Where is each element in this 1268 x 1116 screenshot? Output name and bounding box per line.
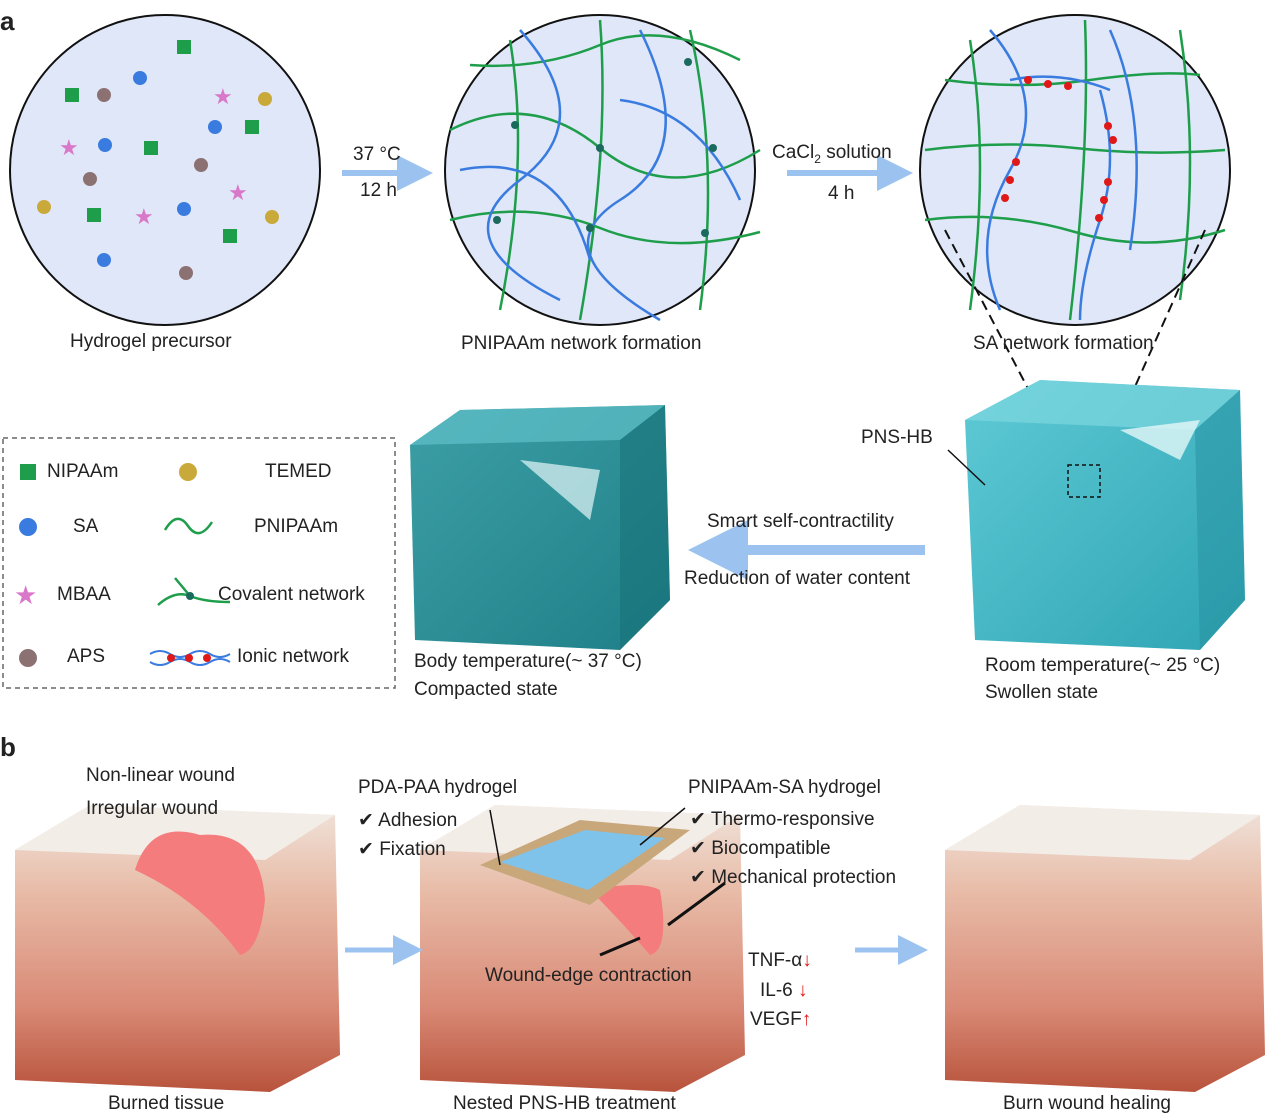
svg-text:★: ★	[134, 204, 154, 229]
swollen-caption: Swollen state	[985, 682, 1099, 703]
svg-text:★: ★	[213, 84, 233, 109]
marker-name: VEGF	[750, 1009, 802, 1030]
marker-vegf: VEGF↑	[750, 1009, 811, 1032]
pnipaam-item: ✔ Biocompatible	[690, 838, 831, 859]
marker-tnf: TNF-α↓	[748, 950, 812, 973]
svg-text:★: ★	[228, 180, 248, 205]
legend-label: APS	[67, 646, 106, 667]
pns-hb-label: PNS-HB	[861, 427, 933, 448]
step1-time: 12 h	[360, 180, 397, 201]
down-arrow-icon: ↓	[802, 950, 812, 971]
precursor-circle: ★ ★ ★ ★	[9, 14, 321, 326]
contraction-bottom: Reduction of water content	[684, 568, 911, 589]
legend-label: PNIPAAm	[254, 516, 339, 537]
contraction-label: Wound-edge contraction	[485, 965, 692, 986]
healed-tissue-cube	[945, 805, 1265, 1092]
legend-label: SA	[73, 516, 99, 537]
legend-label: NIPAAm	[47, 461, 119, 482]
stage-label: PNIPAAm network formation	[461, 333, 702, 354]
pnipaam-circle	[444, 14, 761, 326]
sa-circle	[919, 14, 1231, 326]
compacted-caption: Body temperature(~ 37 °C)	[414, 651, 642, 672]
legend-label: Covalent network	[218, 584, 365, 605]
panel-label-a: a	[0, 6, 15, 36]
panel-label-b: b	[0, 732, 16, 762]
svg-text:★: ★	[59, 135, 79, 160]
up-arrow-icon: ↑	[801, 1009, 812, 1030]
legend-label: TEMED	[265, 461, 332, 482]
marker-name: IL-6	[760, 980, 793, 1001]
burned-tissue-cube	[15, 805, 340, 1092]
pnipaam-item: ✔ Thermo-responsive	[690, 809, 875, 830]
pnipaam-label: PNIPAAm-SA hydrogel	[688, 777, 881, 798]
swollen-caption: Room temperature(~ 25 °C)	[985, 655, 1221, 676]
step2-time: 4 h	[828, 183, 855, 204]
swollen-gel-cube	[965, 380, 1245, 650]
compacted-caption: Compacted state	[414, 679, 558, 700]
stage-label: Hydrogel precursor	[70, 331, 232, 352]
reagent-text: CaCl	[772, 142, 815, 163]
pda-item: ✔ Fixation	[358, 839, 446, 860]
reagent-subscript: 2	[814, 151, 821, 166]
pda-label: PDA-PAA hydrogel	[358, 777, 518, 798]
legend-label: Ionic network	[237, 646, 349, 667]
caption: Nested PNS-HB treatment	[453, 1093, 676, 1114]
step1-temp: 37 °C	[353, 144, 401, 165]
contraction-top: Smart self-contractility	[707, 511, 894, 532]
compacted-gel-cube	[410, 405, 670, 650]
pda-item: ✔ Adhesion	[358, 810, 458, 831]
stage-label: SA network formation	[973, 333, 1154, 354]
treated-tissue-cube	[420, 805, 745, 1092]
wound-label: Non-linear wound	[86, 765, 235, 786]
pnipaam-item: ✔ Mechanical protection	[690, 867, 897, 888]
caption: Burn wound healing	[1003, 1093, 1171, 1114]
wound-label: Irregular wound	[86, 798, 219, 819]
marker-il6: IL-6 ↓	[760, 980, 808, 1003]
caption: Burned tissue	[108, 1093, 225, 1114]
step2-reagent: CaCl2 solution	[772, 142, 892, 166]
down-arrow-icon: ↓	[798, 980, 808, 1001]
svg-text:★: ★	[14, 580, 37, 610]
reagent-text: solution	[820, 142, 892, 163]
legend-label: MBAA	[57, 584, 111, 605]
marker-name: TNF-α	[748, 950, 803, 971]
legend-box	[2, 437, 396, 689]
